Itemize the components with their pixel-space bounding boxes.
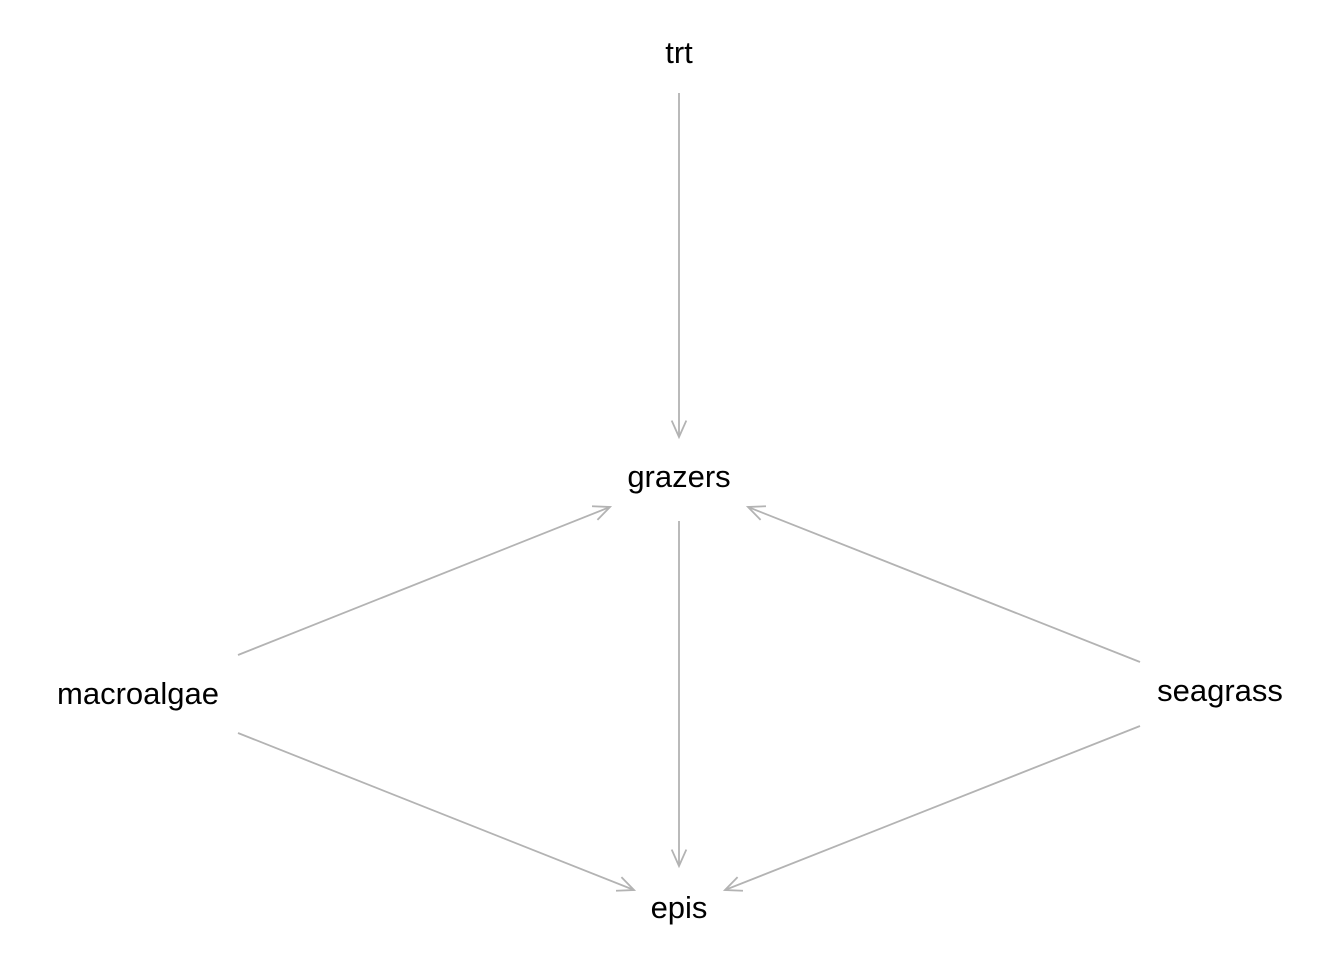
edge-seagrass-to-epis <box>724 725 1141 891</box>
node-seagrass: seagrass <box>1157 673 1283 708</box>
edge-seagrass-to-grazers <box>747 506 1141 663</box>
edge-macroalgae-to-epis <box>237 732 635 891</box>
node-trt: trt <box>665 35 693 70</box>
edge-macroalgae-to-grazers <box>237 506 611 656</box>
nodes-layer: trt grazers macroalgae seagrass epis <box>57 35 1283 925</box>
arrowhead-grazers-to-epis <box>670 849 688 869</box>
node-epis: epis <box>651 890 708 925</box>
node-macroalgae: macroalgae <box>57 676 219 711</box>
edges-layer <box>237 93 1141 892</box>
arrowhead-macroalgae-to-grazers <box>591 505 613 521</box>
arrowhead-seagrass-to-grazers <box>745 505 767 521</box>
node-grazers: grazers <box>627 459 730 494</box>
arrowhead-trt-to-grazers <box>670 420 688 440</box>
arrowhead-macroalgae-to-epis <box>615 876 637 892</box>
arrowhead-seagrass-to-epis <box>722 876 744 892</box>
